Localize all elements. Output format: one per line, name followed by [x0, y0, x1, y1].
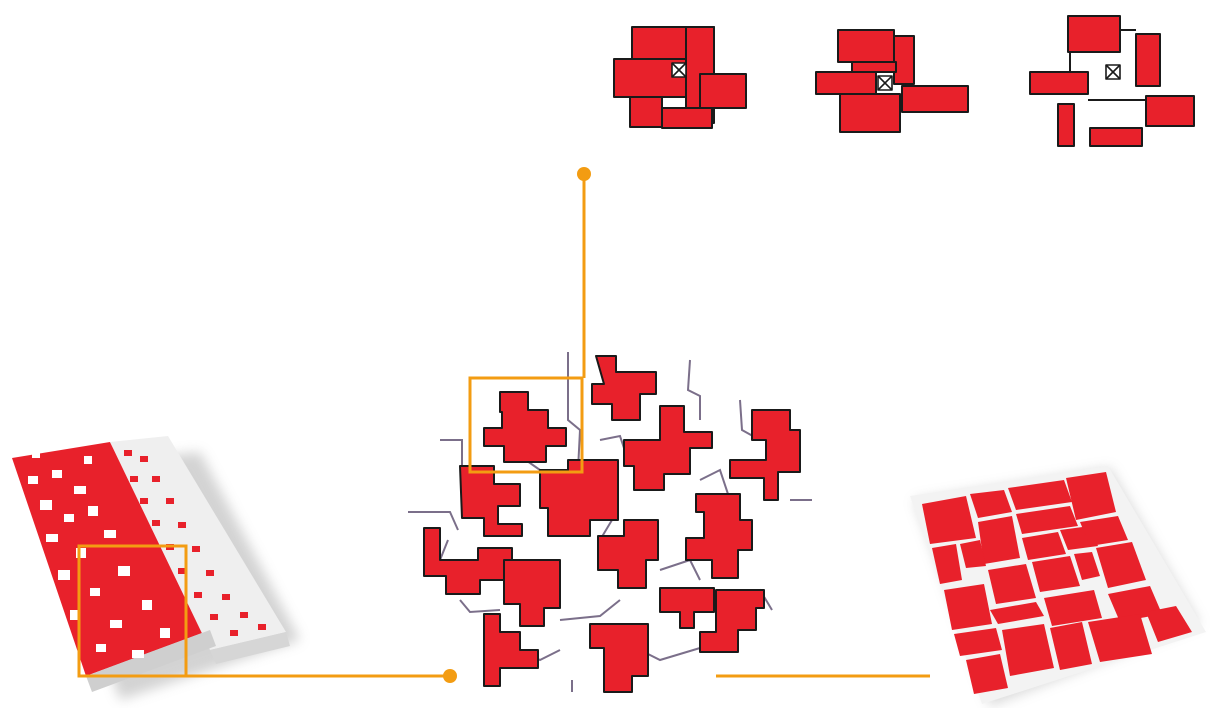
- right-model: [910, 466, 1206, 706]
- left-model: [12, 436, 300, 700]
- leader-dot-icon: [577, 167, 591, 181]
- elevator-core-icon: [672, 63, 686, 77]
- leader-dot-icon: [443, 669, 457, 683]
- sketch-variant-1: [614, 27, 746, 128]
- elevator-core-icon: [878, 76, 892, 90]
- sketch-variant-3: [1030, 16, 1194, 146]
- sketch-variant-2: [816, 30, 968, 132]
- elevator-core-icon: [1106, 65, 1120, 79]
